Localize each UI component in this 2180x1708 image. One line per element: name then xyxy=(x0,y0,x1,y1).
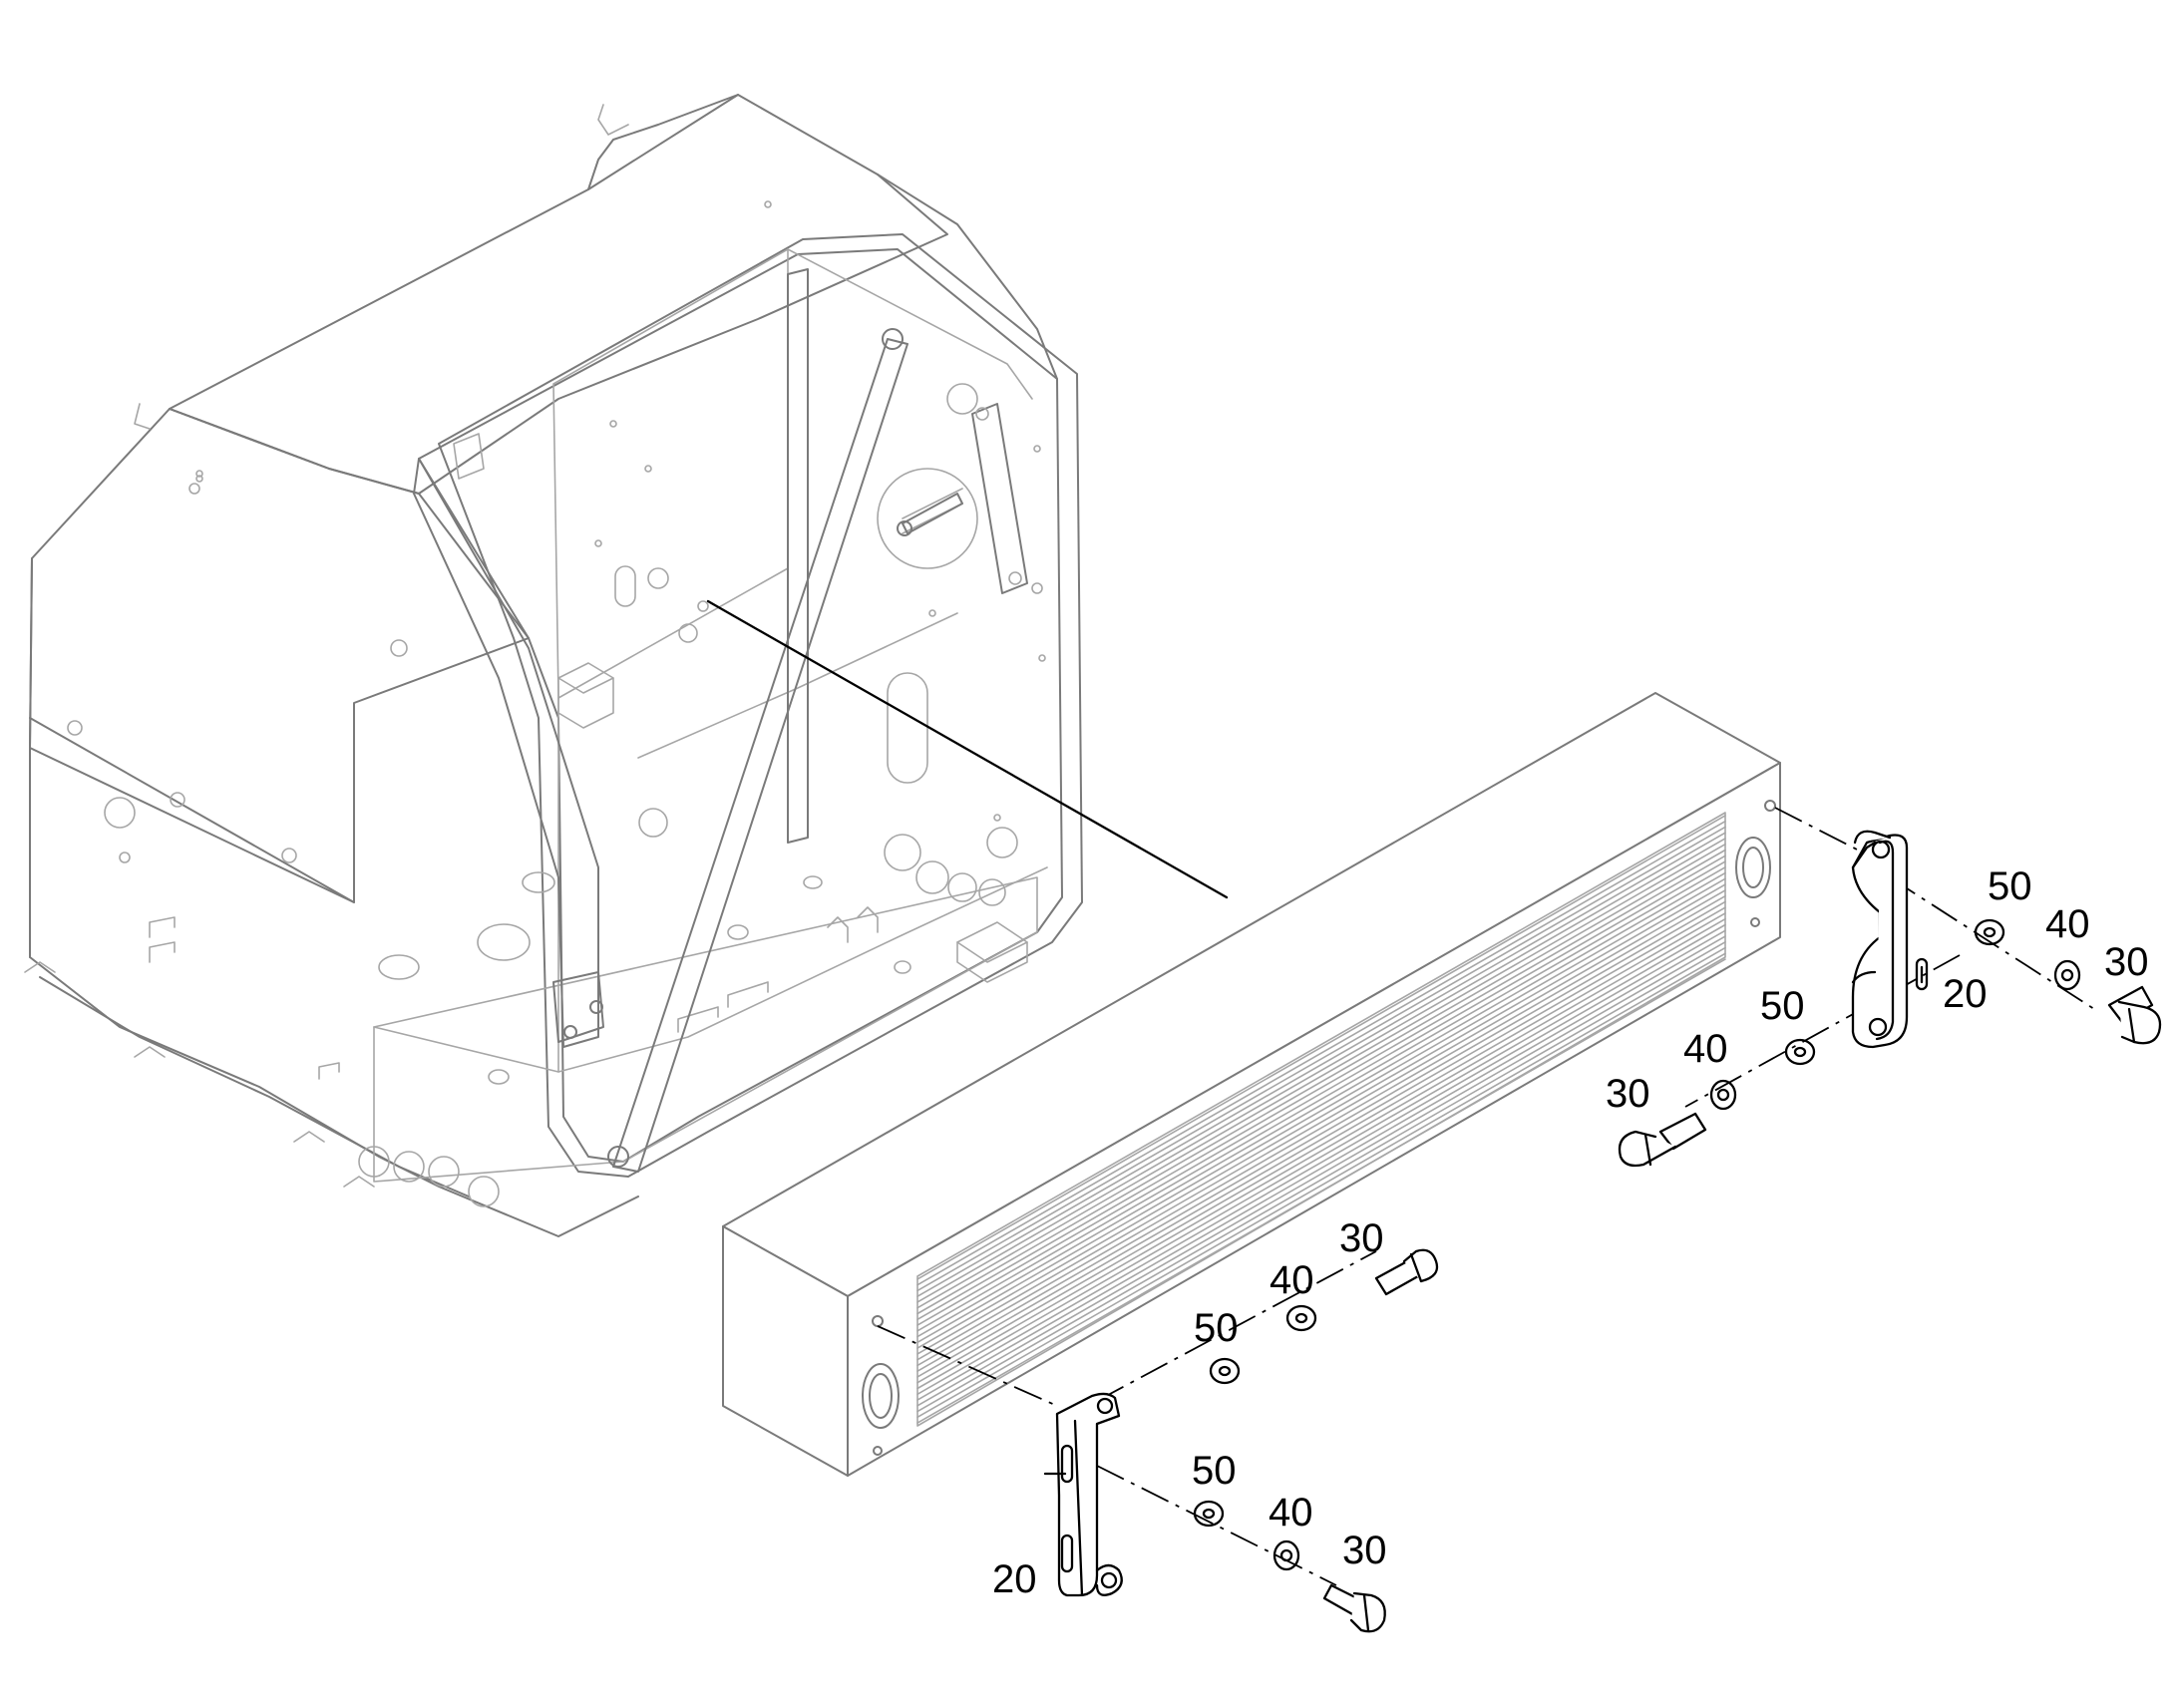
cooler-fin-line xyxy=(916,923,1726,1390)
bolts xyxy=(1322,985,2162,1633)
cooler-fin-line xyxy=(916,820,1726,1286)
cooler-fin-line xyxy=(916,946,1726,1413)
washers xyxy=(1193,918,2081,1571)
bolt-30-left-lower xyxy=(1322,1583,1386,1633)
cooler-fin-line xyxy=(916,958,1726,1424)
cooler-fin-line xyxy=(916,929,1726,1396)
cooler-fin-line xyxy=(916,815,1726,1280)
cooler-fin-line xyxy=(916,935,1726,1401)
label-bolt-30-left-upper: 30 xyxy=(1339,1216,1384,1260)
cooler-fin-line xyxy=(916,883,1726,1349)
washer-50-right-lower xyxy=(1784,1038,1816,1066)
label-washer-40-left-upper: 40 xyxy=(1270,1258,1314,1302)
label-washer-40-right-lower: 40 xyxy=(1683,1027,1728,1071)
washer-40-right-upper xyxy=(2053,959,2081,991)
label-washer-50-left-lower: 50 xyxy=(1192,1449,1237,1493)
cooler-fin-line xyxy=(916,917,1726,1384)
cooler-fin-line xyxy=(916,826,1726,1292)
washer-40-left-lower xyxy=(1272,1539,1300,1571)
cooler-fin-line xyxy=(916,849,1726,1315)
bolt-30-left-upper xyxy=(1374,1248,1439,1296)
label-bolt-30-right-lower: 30 xyxy=(1606,1072,1650,1116)
cooler-fin-line xyxy=(916,900,1726,1367)
label-bolt-30-right-upper: 30 xyxy=(2104,940,2149,984)
bracket-left xyxy=(1043,1392,1123,1597)
cooler-fin-line xyxy=(916,843,1726,1309)
label-bolt-30-left-lower: 30 xyxy=(1342,1529,1387,1572)
washer-40-right-lower xyxy=(1709,1079,1737,1111)
washer-50-left-upper xyxy=(1209,1357,1241,1385)
label-washer-50-left-upper: 50 xyxy=(1194,1306,1239,1350)
cooler-fin-line xyxy=(916,832,1726,1297)
chassis-frame xyxy=(24,94,1083,1237)
cooler-fins xyxy=(916,815,1726,1424)
cooler-fin-line xyxy=(916,952,1726,1419)
cooler-fin-line xyxy=(916,877,1726,1344)
label-washer-50-right-lower: 50 xyxy=(1760,984,1805,1028)
bolt-30-right-lower xyxy=(1618,1112,1707,1168)
bracket-right xyxy=(1851,830,1929,1049)
bolt-30-right-upper xyxy=(2107,985,2162,1045)
cooler-fin-line xyxy=(916,906,1726,1372)
washer-40-left-upper xyxy=(1285,1304,1317,1332)
cooler-fin-line xyxy=(916,894,1726,1361)
washer-50-left-lower xyxy=(1193,1500,1225,1528)
cooler-fin-line xyxy=(916,871,1726,1338)
label-bracket-20-right: 20 xyxy=(1943,972,1988,1016)
callout-labels: 50 40 30 20 50 40 30 30 40 50 50 40 30 2… xyxy=(992,864,2149,1601)
cooler-fin-line xyxy=(916,912,1726,1378)
label-washer-40-left-lower: 40 xyxy=(1269,1491,1313,1535)
cooler-fin-line xyxy=(916,866,1726,1332)
mounting-leader-line xyxy=(706,599,1229,899)
cooler-fin-line xyxy=(916,941,1726,1407)
cooler-fin-line xyxy=(916,838,1726,1303)
cooler-fin-line xyxy=(916,889,1726,1355)
label-bracket-20-left: 20 xyxy=(992,1557,1037,1601)
label-washer-50-right-upper: 50 xyxy=(1988,864,2032,908)
cooler-fin-line xyxy=(916,860,1726,1326)
washer-50-right-upper xyxy=(1974,918,2005,946)
cooler-fin-line xyxy=(916,854,1726,1321)
oil-cooler xyxy=(722,692,1781,1477)
label-washer-40-right-upper: 40 xyxy=(2045,902,2090,946)
